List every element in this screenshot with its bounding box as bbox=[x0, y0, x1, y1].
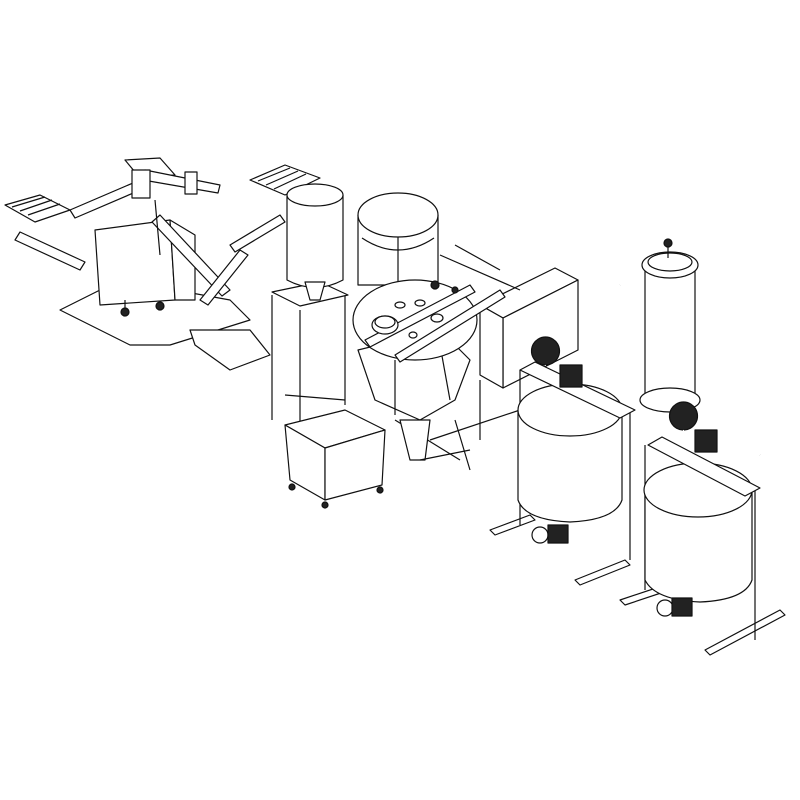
control-cabinet bbox=[479, 267, 579, 389]
storage-tank bbox=[357, 192, 439, 290]
agitator-tank-1 bbox=[489, 336, 636, 586]
conical-mixer bbox=[352, 279, 506, 471]
agitator-tank-2 bbox=[619, 401, 786, 656]
tall-feed-tank-on-stand bbox=[271, 183, 349, 430]
wheeled-cart bbox=[284, 409, 386, 509]
grated-platform-with-ladders bbox=[4, 157, 321, 371]
